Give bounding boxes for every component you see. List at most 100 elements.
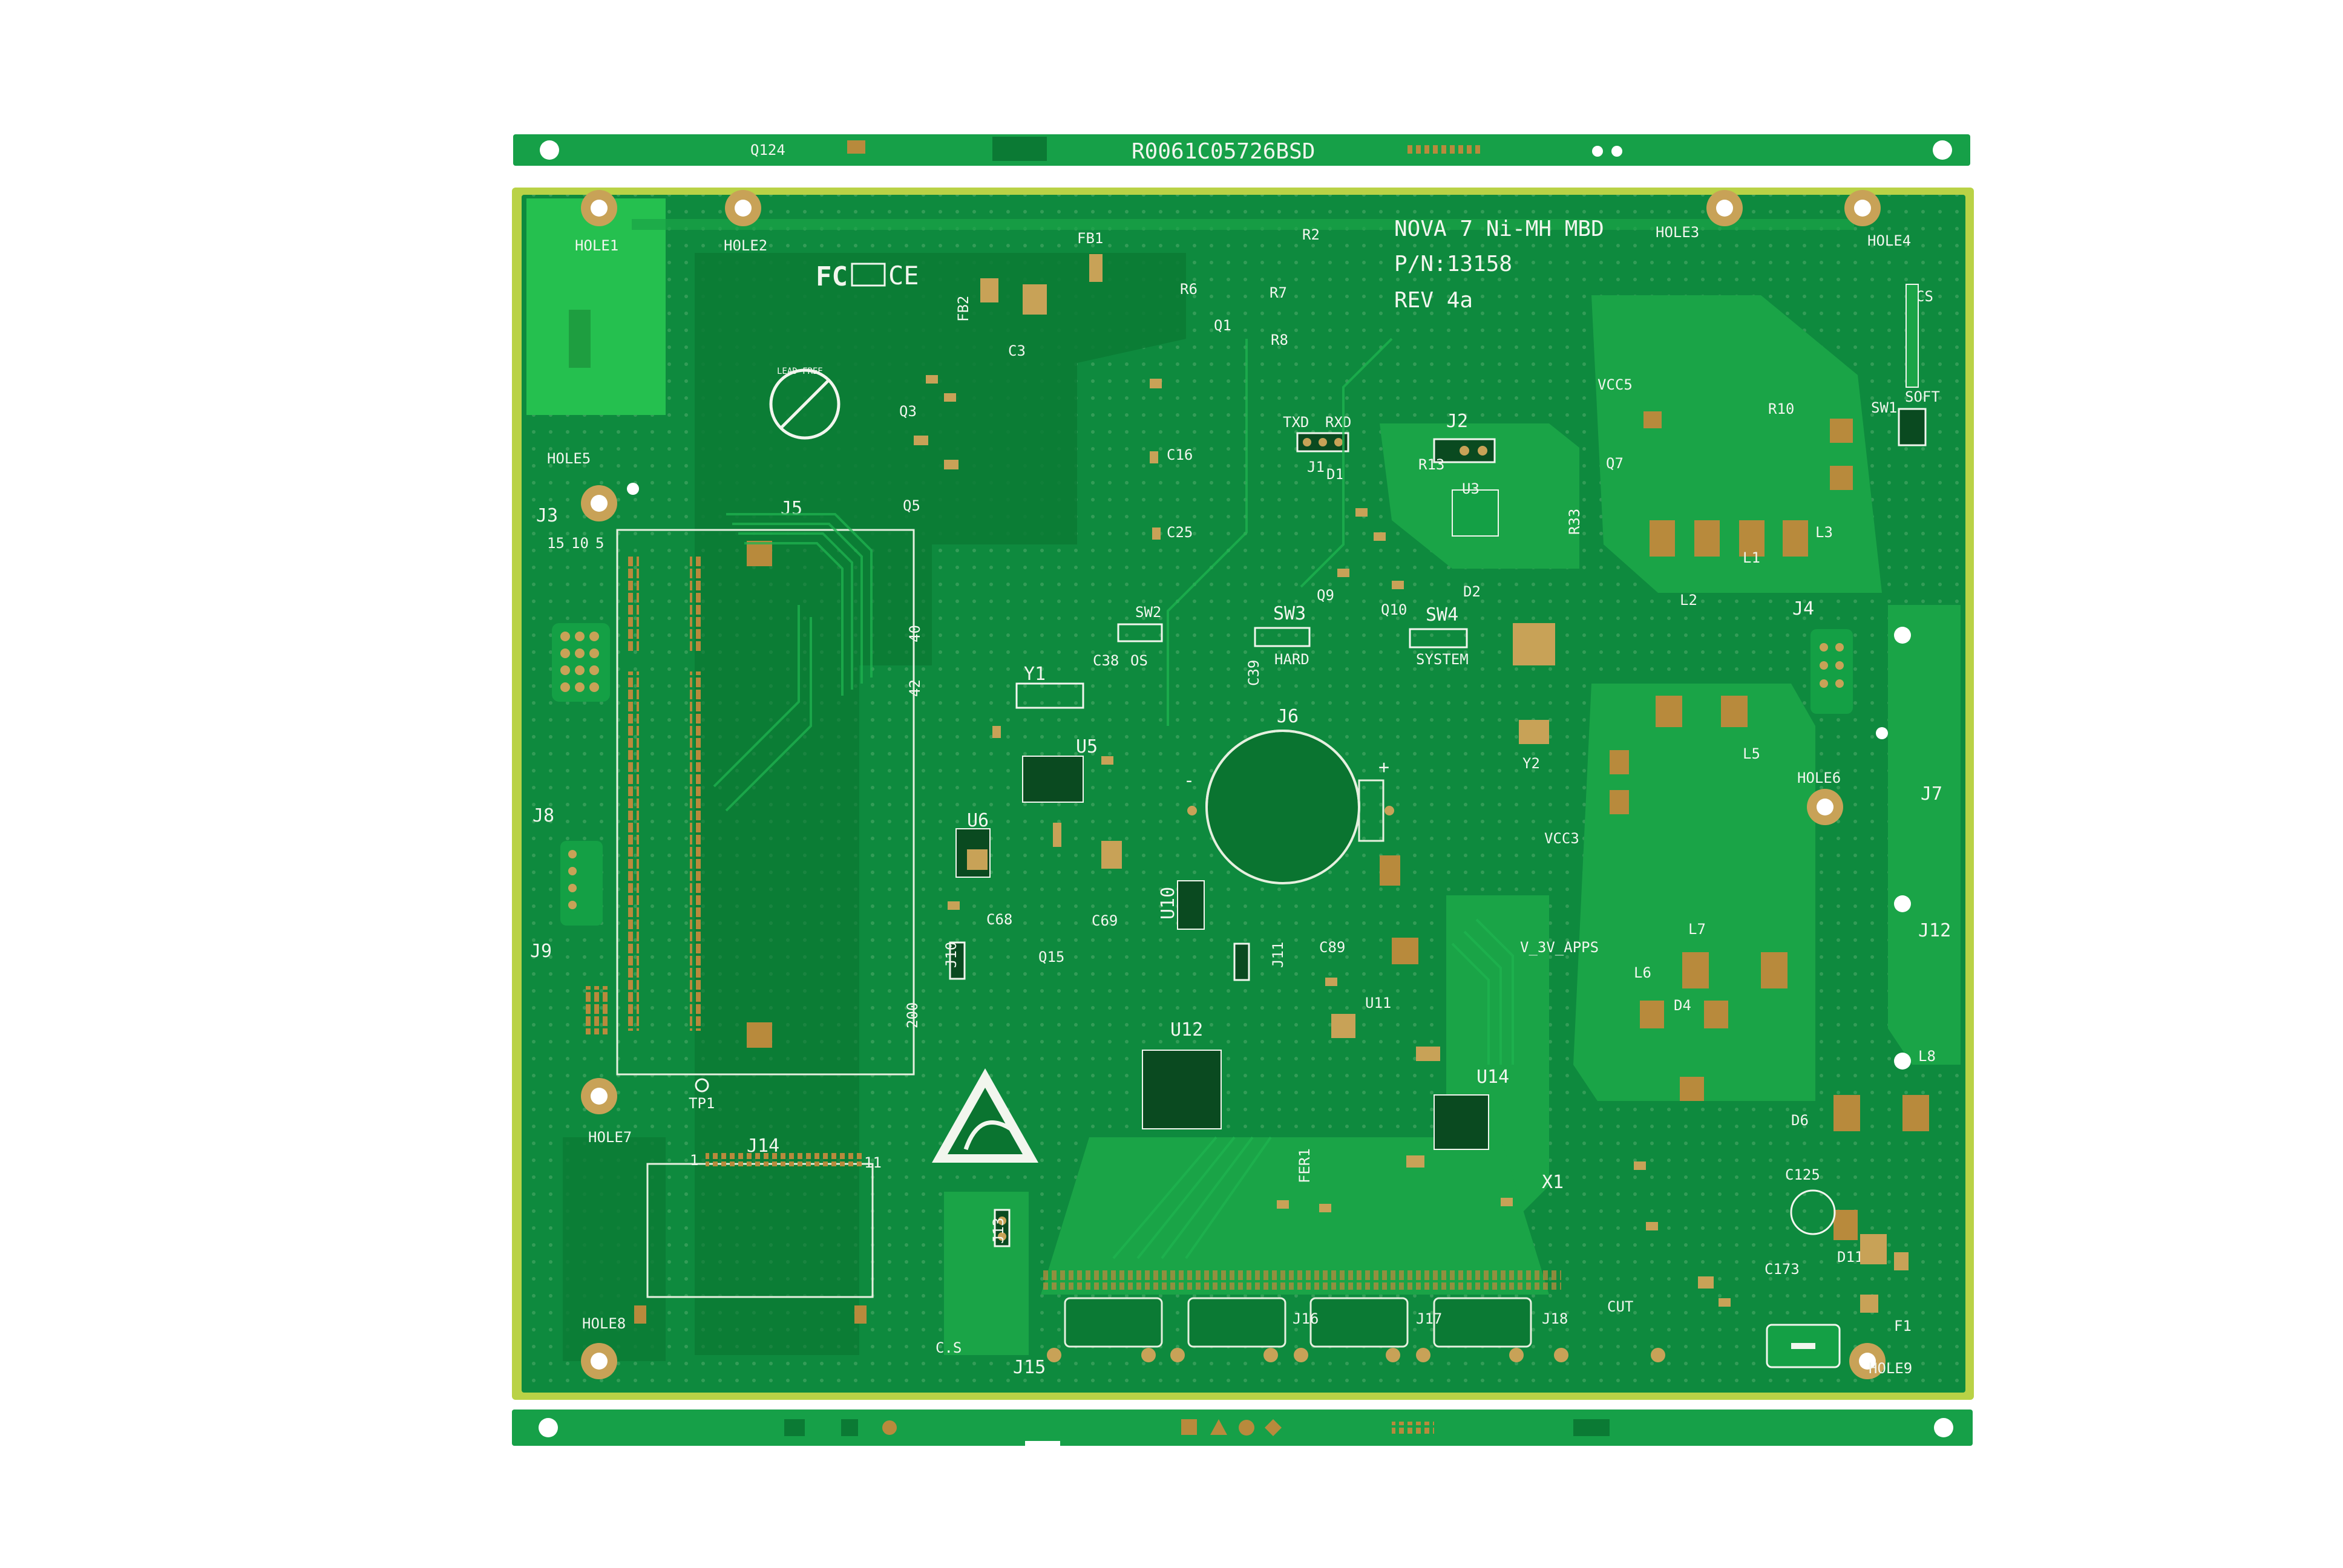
c69-label: C69 (1092, 912, 1118, 929)
hole1: HOLE1 (575, 190, 618, 254)
fb2-label: FB2 (955, 296, 972, 322)
q3-label: Q3 (899, 403, 917, 420)
j5-label: J5 (781, 498, 802, 519)
j14-pin1: 1 (690, 1152, 698, 1169)
hole9: HOLE9 (1849, 1343, 1912, 1379)
header-j2: J2 (1433, 411, 1496, 463)
l5-label: L5 (1743, 745, 1760, 762)
r6-label: R6 (1180, 281, 1198, 298)
j12-label: J12 (1918, 920, 1951, 941)
u3-label: U3 (1462, 480, 1480, 497)
j3-label: J3 (536, 505, 558, 526)
connector-j8: J8 (532, 805, 603, 926)
u6-label: U6 (967, 810, 989, 831)
fuse-f1: F1 (1766, 1318, 1912, 1368)
j10-label: J10 (943, 942, 960, 968)
j1-label: J1 (1307, 459, 1325, 475)
c68-label: C68 (986, 911, 1012, 928)
q10-label: Q10 (1381, 601, 1407, 618)
j6-label: J6 (1277, 706, 1299, 727)
rail-top: R0061C05726BSD Q124 (513, 134, 1970, 166)
u14-label: U14 (1476, 1067, 1509, 1088)
hole6-label: HOLE6 (1797, 769, 1841, 786)
hole8-label: HOLE8 (582, 1315, 626, 1332)
d1-label: D1 (1326, 466, 1344, 483)
j5-pin42: 42 (906, 679, 923, 697)
j15-label: J15 (1013, 1357, 1046, 1378)
hole2-label: HOLE2 (724, 237, 767, 254)
q7-label: Q7 (1606, 455, 1624, 472)
r7-label: R7 (1270, 284, 1287, 301)
j18-label: J18 (1542, 1310, 1568, 1327)
r33-label: R33 (1566, 509, 1583, 535)
pcb-traces (713, 338, 1514, 1259)
sw3-label: SW3 (1273, 603, 1306, 624)
j3-pin10: 10 (571, 535, 589, 552)
sw2-label: SW2 (1135, 604, 1161, 621)
switch-sw1: SW1 SOFT CS (1871, 284, 1940, 446)
d6-label: D6 (1791, 1112, 1809, 1129)
j13-label: J13 (990, 1218, 1007, 1244)
c125-label: C125 (1785, 1166, 1820, 1183)
board-part-number: P/N:13158 (1394, 252, 1512, 276)
os-label: OS (1130, 652, 1148, 669)
edge-hole-right-1 (1894, 627, 1911, 644)
j3-pin5: 5 (595, 535, 604, 552)
j9-label: J9 (530, 941, 552, 962)
soft-label: SOFT (1905, 388, 1940, 405)
v3v-apps-label: V_3V_APPS (1520, 939, 1599, 956)
cs-bottom: C.S (936, 1339, 962, 1356)
edge-hole-right-3 (1894, 1053, 1911, 1070)
vcc3-label: VCC3 (1544, 830, 1579, 847)
battery-plus: + (1378, 757, 1389, 778)
main-board: HOLE1 HOLE2 HOLE3 HOLE4 HOLE5 HOLE6 (512, 188, 1974, 1400)
header-j10: J10 (943, 941, 966, 980)
j14-pin11: 11 (864, 1154, 882, 1171)
switch-sw2: SW2 OS (1117, 604, 1163, 669)
l6-label: L6 (1634, 964, 1651, 981)
smd-components (914, 254, 1909, 1313)
rail-hole-left (540, 140, 559, 160)
hole3-label: HOLE3 (1656, 224, 1699, 241)
hole7: HOLE7 (581, 1078, 632, 1146)
l7-label: L7 (1688, 921, 1706, 938)
j8-label: J8 (532, 805, 554, 826)
j7-label: J7 (1921, 783, 1942, 805)
j3-pin15: 15 (547, 535, 565, 552)
rail-bottom (512, 1410, 1973, 1448)
power-section-right (1380, 696, 1929, 1240)
j2-label: J2 (1446, 411, 1468, 432)
u11-label: U11 (1365, 995, 1391, 1011)
edge-hole-left-1 (627, 483, 639, 495)
header-j11: J11 (1233, 942, 1286, 981)
esd-warning-icon (932, 1068, 1038, 1163)
ic-u12: U12 (1142, 1019, 1222, 1129)
r8-label: R8 (1271, 332, 1288, 348)
board-title: NOVA 7 Ni-MH MBD (1394, 217, 1604, 241)
connector-j14: J14 1 11 C.S (634, 1135, 962, 1356)
ic-u14: U14 (1434, 1067, 1509, 1150)
connector-j9: J9 (530, 941, 608, 1034)
hole7-label: HOLE7 (588, 1129, 632, 1146)
q5-label: Q5 (903, 497, 920, 514)
j5-pin200: 200 (904, 1002, 921, 1028)
header-j1: TXD RXD J1 (1283, 414, 1351, 475)
hole6: HOLE6 (1797, 769, 1843, 825)
c173-label: C173 (1765, 1261, 1800, 1278)
connector-j15: J15 (1013, 1268, 1561, 1378)
hole9-label: HOLE9 (1869, 1360, 1912, 1377)
rail-hole-right (1933, 140, 1952, 160)
j5-pin40: 40 (906, 625, 923, 642)
rxd-label: RXD (1325, 414, 1351, 431)
hard-label: HARD (1274, 651, 1309, 668)
txd-label: TXD (1283, 414, 1309, 431)
l8-label: L8 (1918, 1048, 1936, 1065)
tp1-label: TP1 (689, 1095, 715, 1112)
switch-sw4: SW4 SYSTEM (1409, 604, 1469, 668)
system-label: SYSTEM (1416, 651, 1469, 668)
c89-label: C89 (1319, 939, 1345, 956)
q1-label: Q1 (1214, 317, 1231, 334)
x1-label: X1 (1542, 1172, 1564, 1193)
rail-mark: Q124 (750, 142, 785, 158)
d2-label: D2 (1463, 583, 1481, 600)
